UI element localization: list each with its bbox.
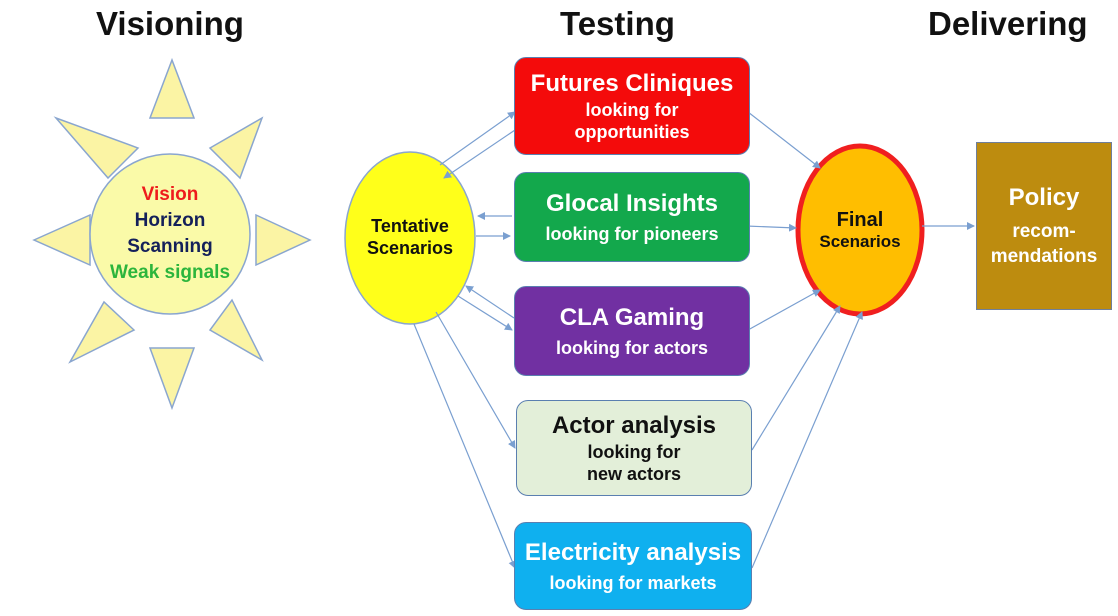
policy-line1: Policy: [1008, 184, 1080, 212]
arrow-tentative-to-actor: [435, 311, 516, 449]
method-box-actor-analysis: Actor analysis looking for new actors: [516, 400, 752, 496]
method-box-glocal-insights: Glocal Insights looking for pioneers: [514, 172, 750, 262]
arrow-futures-to-final: [747, 111, 821, 169]
method-title: Electricity analysis: [524, 538, 742, 566]
method-subtitle-1: looking for: [585, 99, 679, 120]
arrow-actor-to-final: [751, 305, 841, 451]
method-subtitle-1: looking for actors: [555, 337, 708, 358]
method-box-futures-cliniques: Futures Cliniques looking for opportunit…: [514, 57, 750, 155]
method-title: CLA Gaming: [559, 303, 705, 331]
final-scenarios-label: Final Scenarios: [800, 194, 920, 266]
final-line1: Final: [836, 208, 884, 231]
tentative-line1: Tentative: [371, 216, 449, 237]
method-box-cla-gaming: CLA Gaming looking for actors: [514, 286, 750, 376]
arrow-tentative-to-electricity: [413, 323, 517, 569]
arrow-glocal-to-final: [745, 223, 797, 232]
arrow-tentative-to-futures: [439, 111, 516, 166]
method-title: Actor analysis: [551, 411, 717, 439]
heading-delivering: Delivering: [928, 5, 1088, 42]
sun-core: [89, 153, 251, 315]
sun-ray-top-right: [208, 116, 264, 180]
arrow-tentative-to-cla: [457, 295, 513, 331]
tentative-scenarios-label: Tentative Scenarios: [350, 200, 470, 276]
policy-recommendations-box: Policy recom- mendations: [976, 142, 1112, 310]
arrow-futures-to-tentative: [443, 129, 516, 179]
sun-ray-top: [148, 57, 196, 119]
heading-visioning: Visioning: [96, 5, 244, 42]
sun-label-vision: Vision: [141, 184, 199, 205]
method-box-electricity-analysis: Electricity analysis looking for markets: [514, 522, 752, 610]
sun-rays: [32, 57, 312, 411]
method-subtitle-1: looking for markets: [549, 572, 717, 593]
tentative-line2: Scenarios: [366, 238, 454, 258]
arrow-cla-to-final: [747, 289, 821, 331]
method-title: Futures Cliniques: [530, 69, 734, 97]
arrow-cla-to-tentative: [465, 285, 515, 319]
method-subtitle-1: looking for: [587, 441, 681, 462]
method-subtitle-1: looking for pioneers: [545, 223, 719, 244]
sun-ray-bottom: [148, 347, 196, 411]
policy-line2: recom-: [1012, 220, 1076, 242]
method-subtitle-2: new actors: [586, 464, 682, 484]
sun-label-scanning: Scanning: [127, 236, 213, 257]
sun-label-weak-signals: Weak signals: [109, 262, 231, 283]
sun-ray-left: [32, 213, 91, 267]
sun-label-horizon: Horizon: [134, 210, 206, 231]
policy-line3: mendations: [990, 246, 1098, 268]
arrow-electricity-to-final: [751, 311, 863, 569]
tentative-scenarios-ellipse: [344, 151, 476, 325]
sun-ray-bottom-right: [208, 298, 264, 362]
method-title: Glocal Insights: [545, 189, 719, 217]
heading-testing: Testing: [560, 5, 675, 42]
sun-ray-bottom-left: [68, 300, 136, 364]
final-line2: Scenarios: [819, 231, 901, 251]
sun-labels: Vision Horizon Scanning Weak signals: [92, 166, 248, 302]
sun-ray-right: [255, 213, 312, 267]
method-subtitle-2: opportunities: [574, 122, 690, 142]
sun-ray-top-left: [53, 116, 140, 180]
connectors: [413, 111, 975, 569]
